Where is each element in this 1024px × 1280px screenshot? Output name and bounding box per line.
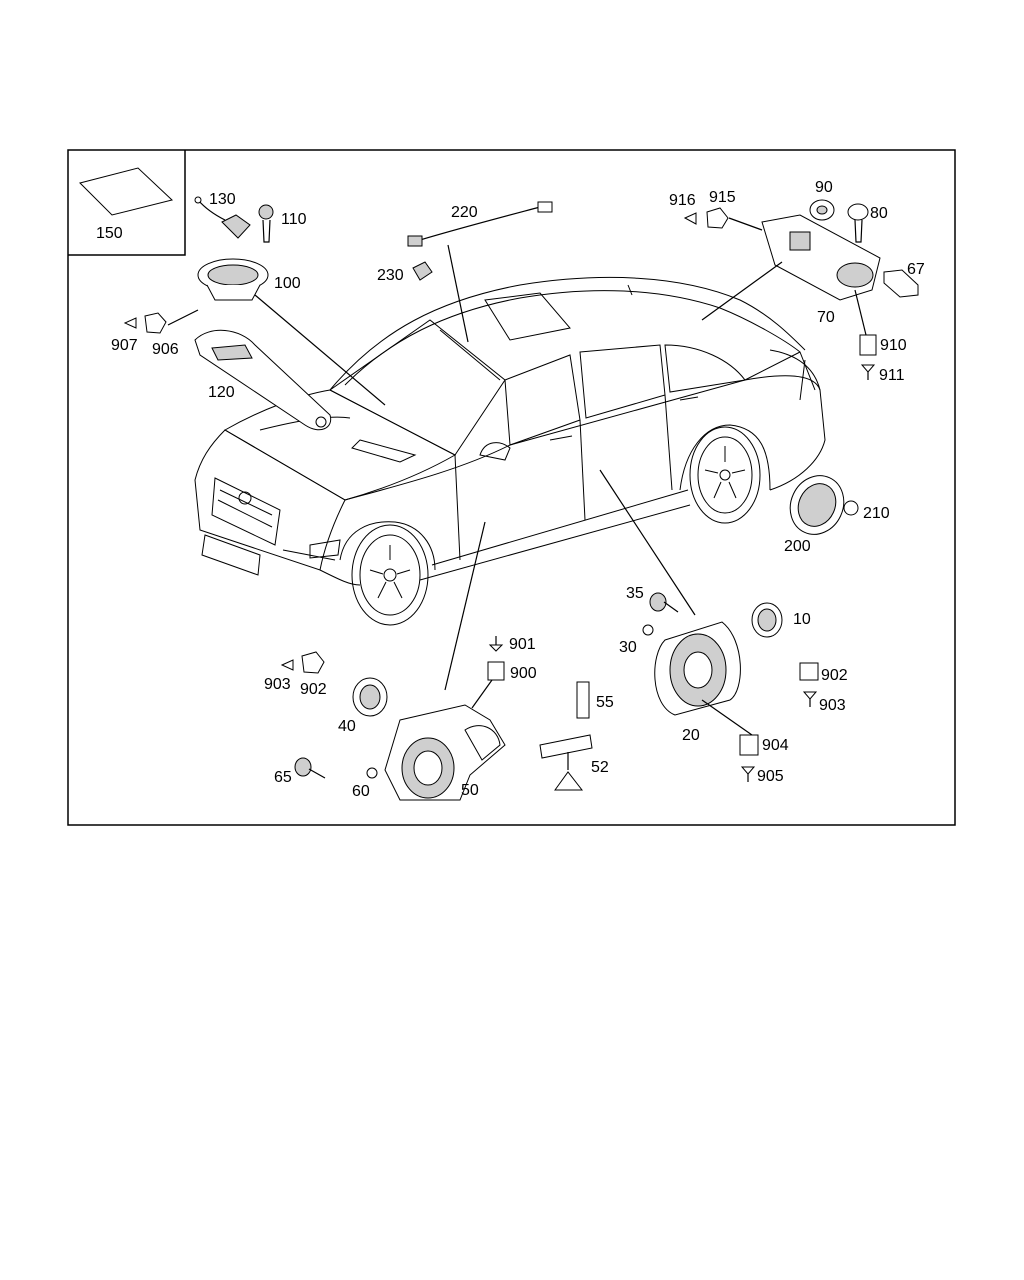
label-220: 220	[451, 204, 478, 221]
part-902-clip-left	[301, 651, 325, 674]
part-910-clip	[859, 334, 877, 356]
label-10: 10	[793, 611, 811, 628]
label-67: 67	[907, 261, 925, 278]
part-20-speaker	[654, 621, 741, 716]
label-40: 40	[338, 718, 356, 735]
label-70: 70	[817, 309, 835, 326]
label-902-right: 902	[821, 667, 848, 684]
part-90-grommet	[809, 199, 835, 221]
label-210: 210	[863, 505, 890, 522]
part-100-speaker	[197, 258, 269, 301]
part-906-clip	[144, 312, 167, 334]
part-911-screw	[860, 364, 876, 380]
part-200-grille	[789, 475, 845, 535]
label-100: 100	[274, 275, 301, 292]
part-907-clip	[123, 317, 137, 329]
label-130: 130	[209, 191, 236, 208]
part-903-clip-left	[280, 659, 294, 671]
label-110: 110	[281, 211, 307, 228]
part-10-ring	[751, 602, 783, 638]
label-80: 80	[870, 205, 888, 222]
part-52-seal	[539, 734, 593, 791]
part-120-trim-panel	[194, 329, 332, 431]
label-200: 200	[784, 538, 811, 555]
label-230: 230	[377, 267, 404, 284]
label-904: 904	[762, 737, 789, 754]
part-30-clip	[642, 624, 654, 636]
label-901: 901	[509, 636, 536, 653]
label-916: 916	[669, 192, 696, 209]
label-90: 90	[815, 179, 833, 196]
label-52: 52	[591, 759, 609, 776]
part-60-clip	[366, 767, 378, 779]
label-907: 907	[111, 337, 138, 354]
part-220-cable	[407, 201, 553, 247]
diagram-frame	[67, 149, 956, 826]
label-910: 910	[880, 337, 907, 354]
part-110-screw	[258, 204, 274, 243]
label-905: 905	[757, 768, 784, 785]
label-120: 120	[208, 384, 235, 401]
label-915: 915	[709, 189, 736, 206]
part-130-cable	[194, 196, 251, 239]
part-150-sheet	[79, 167, 174, 216]
part-80-screw	[847, 203, 869, 243]
label-60: 60	[352, 783, 370, 800]
label-50: 50	[461, 782, 479, 799]
part-902-clip-right	[799, 662, 819, 681]
label-902-left: 902	[300, 681, 327, 698]
part-230-clip	[412, 261, 433, 281]
part-904-clip	[739, 734, 759, 756]
part-900-clip	[487, 661, 505, 681]
leader-lines	[167, 217, 867, 736]
label-911: 911	[879, 367, 905, 384]
part-55-foam	[576, 681, 590, 719]
part-35-bolt	[649, 592, 679, 613]
inset-box	[68, 150, 186, 256]
label-30: 30	[619, 639, 637, 656]
label-903-left: 903	[264, 676, 291, 693]
label-900: 900	[510, 665, 537, 682]
car-body	[194, 276, 826, 626]
label-20: 20	[682, 727, 700, 744]
part-905-screw	[740, 766, 756, 782]
part-70-bracket	[761, 214, 881, 301]
part-67-foam	[883, 269, 919, 298]
part-901-screw	[488, 636, 504, 652]
part-915-clip	[706, 207, 729, 229]
part-65-bolt	[294, 757, 326, 779]
label-55: 55	[596, 694, 614, 711]
label-903-right: 903	[819, 697, 846, 714]
part-40-ring	[352, 677, 388, 717]
part-903-screw-right	[802, 691, 818, 707]
part-210-cap	[843, 500, 859, 516]
label-65: 65	[274, 769, 292, 786]
label-150: 150	[96, 225, 123, 242]
part-50-speaker	[384, 704, 506, 801]
label-906: 906	[152, 341, 179, 358]
label-35: 35	[626, 585, 644, 602]
part-916-clip	[683, 212, 697, 225]
